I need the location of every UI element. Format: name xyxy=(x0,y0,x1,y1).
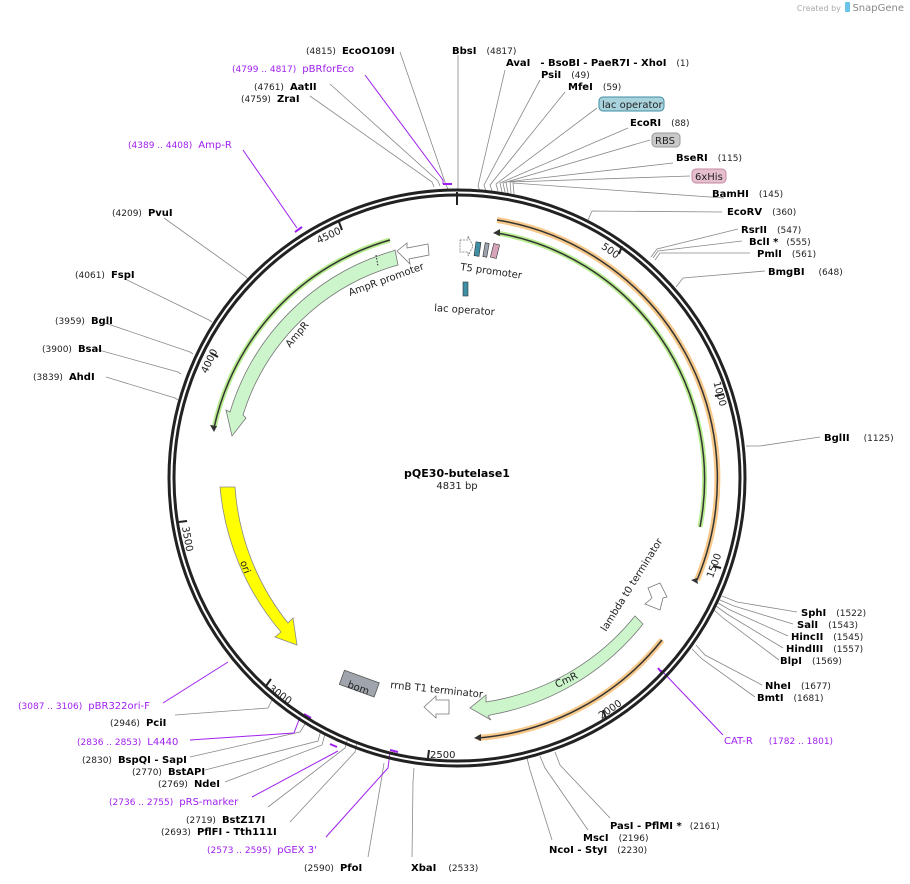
primer-labels: (4799 .. 4817)pBRforEco (4389 .. 4408)Am… xyxy=(18,64,833,856)
svg-text:(2946)PciI: (2946)PciI xyxy=(110,718,166,729)
svg-text:(2719)BstZ17I: (2719)BstZ17I xyxy=(186,815,265,826)
svg-text:(2573 .. 2595)pGEX 3': (2573 .. 2595)pGEX 3' xyxy=(207,845,317,856)
enzyme-leader-lines xyxy=(94,51,821,858)
svg-text:BlpI(1569): BlpI(1569) xyxy=(780,656,842,667)
svg-text:BamHI(145): BamHI(145) xyxy=(712,189,783,200)
svg-text:MfeI(59): MfeI(59) xyxy=(568,82,621,93)
feature-label-T5-promoter: T5 promoter xyxy=(459,262,524,282)
svg-text:(3900)BsaI: (3900)BsaI xyxy=(42,344,102,355)
orf-orange-highlight xyxy=(496,217,721,582)
svg-text:2000: 2000 xyxy=(597,698,624,722)
svg-text:PsiI(49): PsiI(49) xyxy=(541,70,590,81)
svg-text:(3959)BglI: (3959)BglI xyxy=(55,316,113,327)
svg-text:(2836 .. 2853)L4440: (2836 .. 2853)L4440 xyxy=(77,737,178,748)
svg-text:RsrII(547): RsrII(547) xyxy=(741,225,801,236)
svg-text:EcoRV(360): EcoRV(360) xyxy=(727,207,796,218)
svg-text:(3087 .. 3106)pBR322ori-F: (3087 .. 3106)pBR322ori-F xyxy=(18,701,150,712)
orf-orange-2-line xyxy=(477,639,663,739)
feature-lac-operator-1[interactable] xyxy=(473,241,482,257)
enzyme-labels: (4815)EcoO109I BbsI(4817) AvaI- BsoBI - … xyxy=(33,46,894,874)
feature-RBS[interactable] xyxy=(482,242,490,258)
svg-text:3500: 3500 xyxy=(179,526,194,553)
svg-text:EcoRI(88): EcoRI(88) xyxy=(630,118,690,129)
svg-text:AvaI- BsoBI - PaeR7I - Xho: AvaI- BsoBI - PaeR7I - XhoI(1) xyxy=(506,58,689,69)
credit-brand: SnapGene xyxy=(852,3,904,14)
svg-text:BmtI(1681): BmtI(1681) xyxy=(757,693,823,704)
feature-rrnB-T1-terminator[interactable] xyxy=(423,695,450,719)
svg-text:SalI(1543): SalI(1543) xyxy=(797,620,858,631)
snapgene-credit: Created by SnapGene xyxy=(797,2,904,14)
svg-text:XbaI(2533): XbaI(2533) xyxy=(411,863,478,874)
svg-text:BclI *(555): BclI *(555) xyxy=(749,237,811,248)
credit-prefix: Created by xyxy=(796,4,841,13)
svg-text:(2693)PflFI - Tth111I: (2693)PflFI - Tth111I xyxy=(161,827,277,838)
orf-orange-line xyxy=(496,219,719,581)
svg-text:MscI(2196): MscI(2196) xyxy=(583,833,649,844)
svg-text:(4209)PvuI: (4209)PvuI xyxy=(112,208,173,219)
boxed-label-RBS[interactable]: RBS xyxy=(651,132,681,148)
svg-text:PasI - PflMI *(2161): PasI - PflMI *(2161) xyxy=(610,821,720,832)
svg-text:(4815)EcoO109I: (4815)EcoO109I xyxy=(306,46,395,57)
feature-label-lac-operator: lac operator xyxy=(434,303,496,318)
svg-text:(4761)AatII: (4761)AatII xyxy=(254,82,317,93)
svg-text:(2590)PfoI: (2590)PfoI xyxy=(304,863,362,874)
feature-label-ori: ori xyxy=(237,559,252,575)
svg-text:(2830)BspQI - SapI: (2830)BspQI - SapI xyxy=(82,755,187,766)
svg-text:HincII(1545): HincII(1545) xyxy=(791,632,863,643)
svg-text:(2769)NdeI: (2769)NdeI xyxy=(158,779,220,790)
orf-green-line xyxy=(496,232,706,528)
backbone-outer xyxy=(167,188,747,768)
feature-T5-promoter[interactable] xyxy=(459,235,474,257)
svg-text:2500: 2500 xyxy=(430,750,455,761)
svg-text:lac operator: lac operator xyxy=(602,100,663,111)
svg-text:NcoI - StyI(2230): NcoI - StyI(2230) xyxy=(549,845,647,856)
feature-AmpR[interactable] xyxy=(225,249,399,437)
feature-AmpR-promoter[interactable] xyxy=(396,242,430,266)
feature-lac-operator-2[interactable] xyxy=(462,281,469,297)
boxed-label-6xHis[interactable]: 6xHis xyxy=(691,168,727,184)
orf-orange-2-highlight xyxy=(477,638,665,741)
svg-text:4500: 4500 xyxy=(315,226,343,247)
orf-green-2-line xyxy=(213,239,391,429)
feature-6xHis[interactable] xyxy=(490,243,500,259)
tick-marks xyxy=(178,192,725,759)
svg-text:RBS: RBS xyxy=(655,136,675,147)
plasmid-length: 4831 bp xyxy=(436,481,477,492)
svg-text:PmlI(561): PmlI(561) xyxy=(757,249,816,260)
feature-bom[interactable] xyxy=(338,669,380,698)
svg-text:6xHis: 6xHis xyxy=(695,172,723,183)
svg-text:(4799 .. 4817)pBRforEco: (4799 .. 4817)pBRforEco xyxy=(232,64,354,75)
boxed-label-lac-operator[interactable]: lac operator xyxy=(598,96,665,112)
svg-text:(4389 .. 4408)Amp-R: (4389 .. 4408)Amp-R xyxy=(128,140,232,151)
svg-text:CAT-R(1782 .. 1801): CAT-R(1782 .. 1801) xyxy=(724,736,833,747)
svg-text:BglII(1125): BglII(1125) xyxy=(824,433,894,444)
svg-text:BbsI(4817): BbsI(4817) xyxy=(452,46,516,57)
plasmid-name: pQE30-butelase1 xyxy=(404,467,510,480)
svg-text:(2770)BstAPI: (2770)BstAPI xyxy=(132,767,205,778)
feature-ori[interactable] xyxy=(219,486,298,646)
feature-lambda-t0-terminator[interactable] xyxy=(644,582,668,611)
svg-text:(4759)ZraI: (4759)ZraI xyxy=(241,94,300,105)
svg-text:(3839)AhdI: (3839)AhdI xyxy=(33,372,95,383)
svg-text:SphI(1522): SphI(1522) xyxy=(801,608,866,619)
svg-text:(2736 .. 2755)pRS-marker: (2736 .. 2755)pRS-marker xyxy=(109,797,239,808)
svg-text:HindIII(1557): HindIII(1557) xyxy=(786,644,863,655)
svg-text:NheI(1677): NheI(1677) xyxy=(765,681,831,692)
snapgene-logo-icon xyxy=(845,2,851,12)
feature-CmR[interactable] xyxy=(469,615,644,721)
svg-text:BmgBI(648): BmgBI(648) xyxy=(768,267,843,278)
feature-label-rrnB-T1-terminator: rrnB T1 terminator xyxy=(390,680,485,701)
svg-text:BseRI(115): BseRI(115) xyxy=(676,153,742,164)
svg-text:(4061)FspI: (4061)FspI xyxy=(75,270,135,281)
